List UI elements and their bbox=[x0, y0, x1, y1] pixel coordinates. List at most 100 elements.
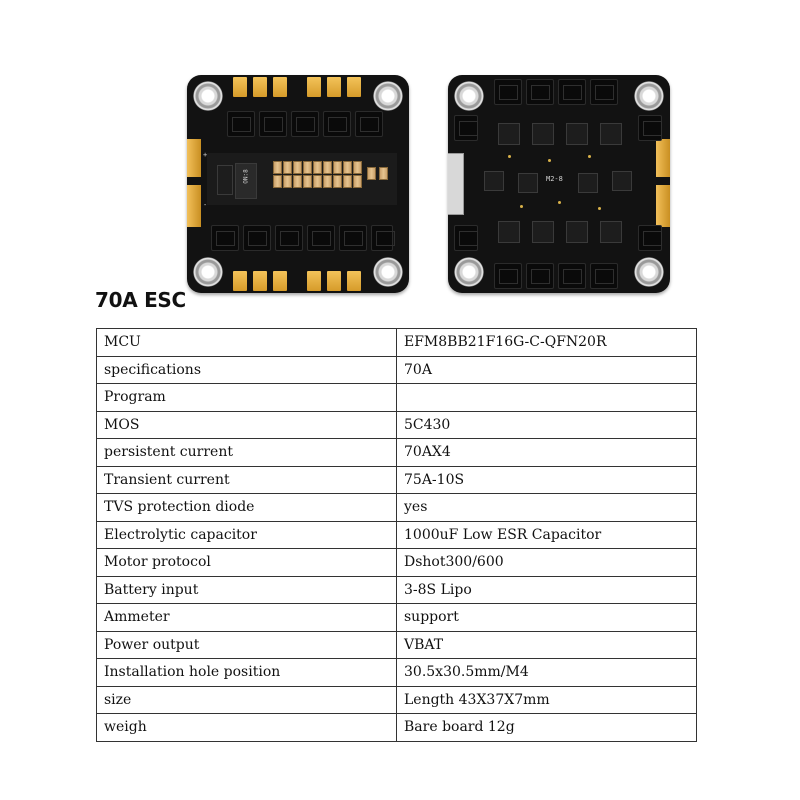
mcu-chip bbox=[578, 173, 598, 193]
silk-label: M2-8 bbox=[546, 175, 563, 183]
mcu-chip bbox=[612, 171, 632, 191]
spec-value: VBAT bbox=[396, 630, 697, 659]
gate-driver-chip bbox=[600, 123, 622, 145]
capacitor bbox=[323, 161, 332, 174]
spec-value: 5C430 bbox=[396, 410, 697, 439]
mosfet bbox=[526, 79, 554, 105]
mosfet bbox=[243, 225, 271, 251]
mosfet bbox=[307, 225, 335, 251]
mounting-hole bbox=[634, 81, 664, 111]
spec-label: Power output bbox=[96, 630, 397, 659]
battery-pad bbox=[187, 185, 201, 227]
silk-plus: + bbox=[203, 151, 208, 159]
spec-value: EFM8BB21F16G-C-QFN20R bbox=[396, 328, 697, 357]
motor-pad bbox=[273, 271, 287, 291]
motor-pad bbox=[347, 77, 361, 97]
capacitor bbox=[323, 175, 332, 188]
via bbox=[508, 155, 511, 158]
spec-value: yes bbox=[396, 493, 697, 522]
spec-label: Battery input bbox=[96, 575, 397, 604]
capacitor bbox=[353, 175, 362, 188]
capacitor bbox=[379, 167, 388, 180]
mounting-hole bbox=[373, 81, 403, 111]
via bbox=[548, 159, 551, 162]
mounting-hole bbox=[193, 81, 223, 111]
spec-label: size bbox=[96, 685, 397, 714]
capacitor bbox=[293, 175, 302, 188]
gate-driver-chip bbox=[498, 123, 520, 145]
capacitor bbox=[293, 161, 302, 174]
spec-label: Program bbox=[96, 383, 397, 412]
mosfet bbox=[339, 225, 367, 251]
spec-value bbox=[396, 383, 697, 412]
capacitor bbox=[313, 175, 322, 188]
mosfet bbox=[590, 263, 618, 289]
mosfet bbox=[323, 111, 351, 137]
capacitor bbox=[303, 161, 312, 174]
via bbox=[598, 207, 601, 210]
motor-pad bbox=[327, 77, 341, 97]
signal-connector bbox=[448, 153, 464, 215]
gate-driver-chip bbox=[566, 221, 588, 243]
spec-value: 30.5x30.5mm/M4 bbox=[396, 658, 697, 687]
spec-label: Ammeter bbox=[96, 603, 397, 632]
capacitor bbox=[273, 175, 282, 188]
capacitor bbox=[367, 167, 376, 180]
spec-value: Length 43X37X7mm bbox=[396, 685, 697, 714]
gate-driver-chip bbox=[532, 123, 554, 145]
motor-pad bbox=[273, 77, 287, 97]
spec-label: MCU bbox=[96, 328, 397, 357]
product-title: 70A ESC bbox=[95, 288, 186, 312]
via bbox=[588, 155, 591, 158]
spec-value: 70A bbox=[396, 355, 697, 384]
capacitor bbox=[273, 161, 282, 174]
mounting-hole bbox=[454, 81, 484, 111]
capacitor bbox=[303, 175, 312, 188]
capacitor bbox=[343, 161, 352, 174]
current-sensor-chip bbox=[235, 163, 257, 199]
capacitor bbox=[343, 175, 352, 188]
spec-value: Dshot300/600 bbox=[396, 548, 697, 577]
spec-value: 70AX4 bbox=[396, 438, 697, 467]
motor-pad bbox=[233, 77, 247, 97]
mosfet bbox=[494, 79, 522, 105]
motor-pad bbox=[253, 77, 267, 97]
mosfet bbox=[526, 263, 554, 289]
mcu-chip bbox=[518, 173, 538, 193]
battery-pad bbox=[656, 139, 670, 177]
mosfet bbox=[259, 111, 287, 137]
mosfet bbox=[275, 225, 303, 251]
capacitor bbox=[333, 175, 342, 188]
mosfet bbox=[371, 225, 395, 251]
mosfet bbox=[454, 115, 478, 141]
mosfet bbox=[494, 263, 522, 289]
mosfet bbox=[558, 79, 586, 105]
spec-label: specifications bbox=[96, 355, 397, 384]
spec-label: Transient current bbox=[96, 465, 397, 494]
motor-pad bbox=[347, 271, 361, 291]
silk-minus: - bbox=[203, 201, 208, 209]
mosfet bbox=[638, 115, 662, 141]
spec-label: Installation hole position bbox=[96, 658, 397, 687]
spec-label: TVS protection diode bbox=[96, 493, 397, 522]
regulator-chip bbox=[217, 165, 233, 195]
mosfet bbox=[454, 225, 478, 251]
motor-pad bbox=[253, 271, 267, 291]
capacitor bbox=[313, 161, 322, 174]
mosfet bbox=[638, 225, 662, 251]
gate-driver-chip bbox=[532, 221, 554, 243]
